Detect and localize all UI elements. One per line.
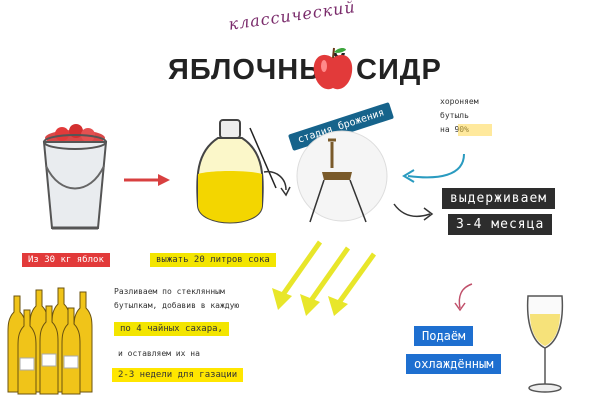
serve-line-2: охлаждённым (406, 354, 501, 374)
red-arrow-icon (122, 172, 172, 192)
yellow-arrows-icon (268, 238, 378, 322)
bottling-note-line-2: бутылкам, добавив в каждую (114, 300, 239, 311)
bottling-note-line-1: Разливаем по стеклянным (114, 286, 225, 297)
title-cider-word: СИДР (356, 54, 442, 87)
apple-icon (312, 44, 354, 96)
cellar-note-line-2: бутыль (440, 110, 469, 121)
pink-arrow-icon (452, 282, 478, 316)
rest-line: и оставляем их на (118, 348, 200, 359)
curved-arrow-icon (262, 168, 296, 202)
sugar-line: по 4 чайных сахара, (114, 322, 229, 336)
aging-line-1: выдерживаем (442, 188, 555, 209)
weeks-line: 2-3 недели для газации (112, 368, 243, 382)
fermentation-circle-illustration (292, 122, 392, 236)
bucket-illustration (30, 116, 120, 245)
juice-label: выжать 20 литров сока (150, 253, 276, 267)
glass-illustration (520, 292, 570, 402)
serve-line-1: Подаём (414, 326, 473, 346)
aging-line-2: 3-4 месяца (448, 214, 552, 235)
percent-highlight (458, 124, 492, 136)
black-arrow-icon (392, 200, 436, 228)
subtitle-classic: классический (227, 0, 356, 34)
bottles-illustration (6, 282, 102, 400)
cellar-note-line-1: хороняем (440, 96, 479, 107)
apples-label: Из 30 кг яблок (22, 253, 110, 267)
